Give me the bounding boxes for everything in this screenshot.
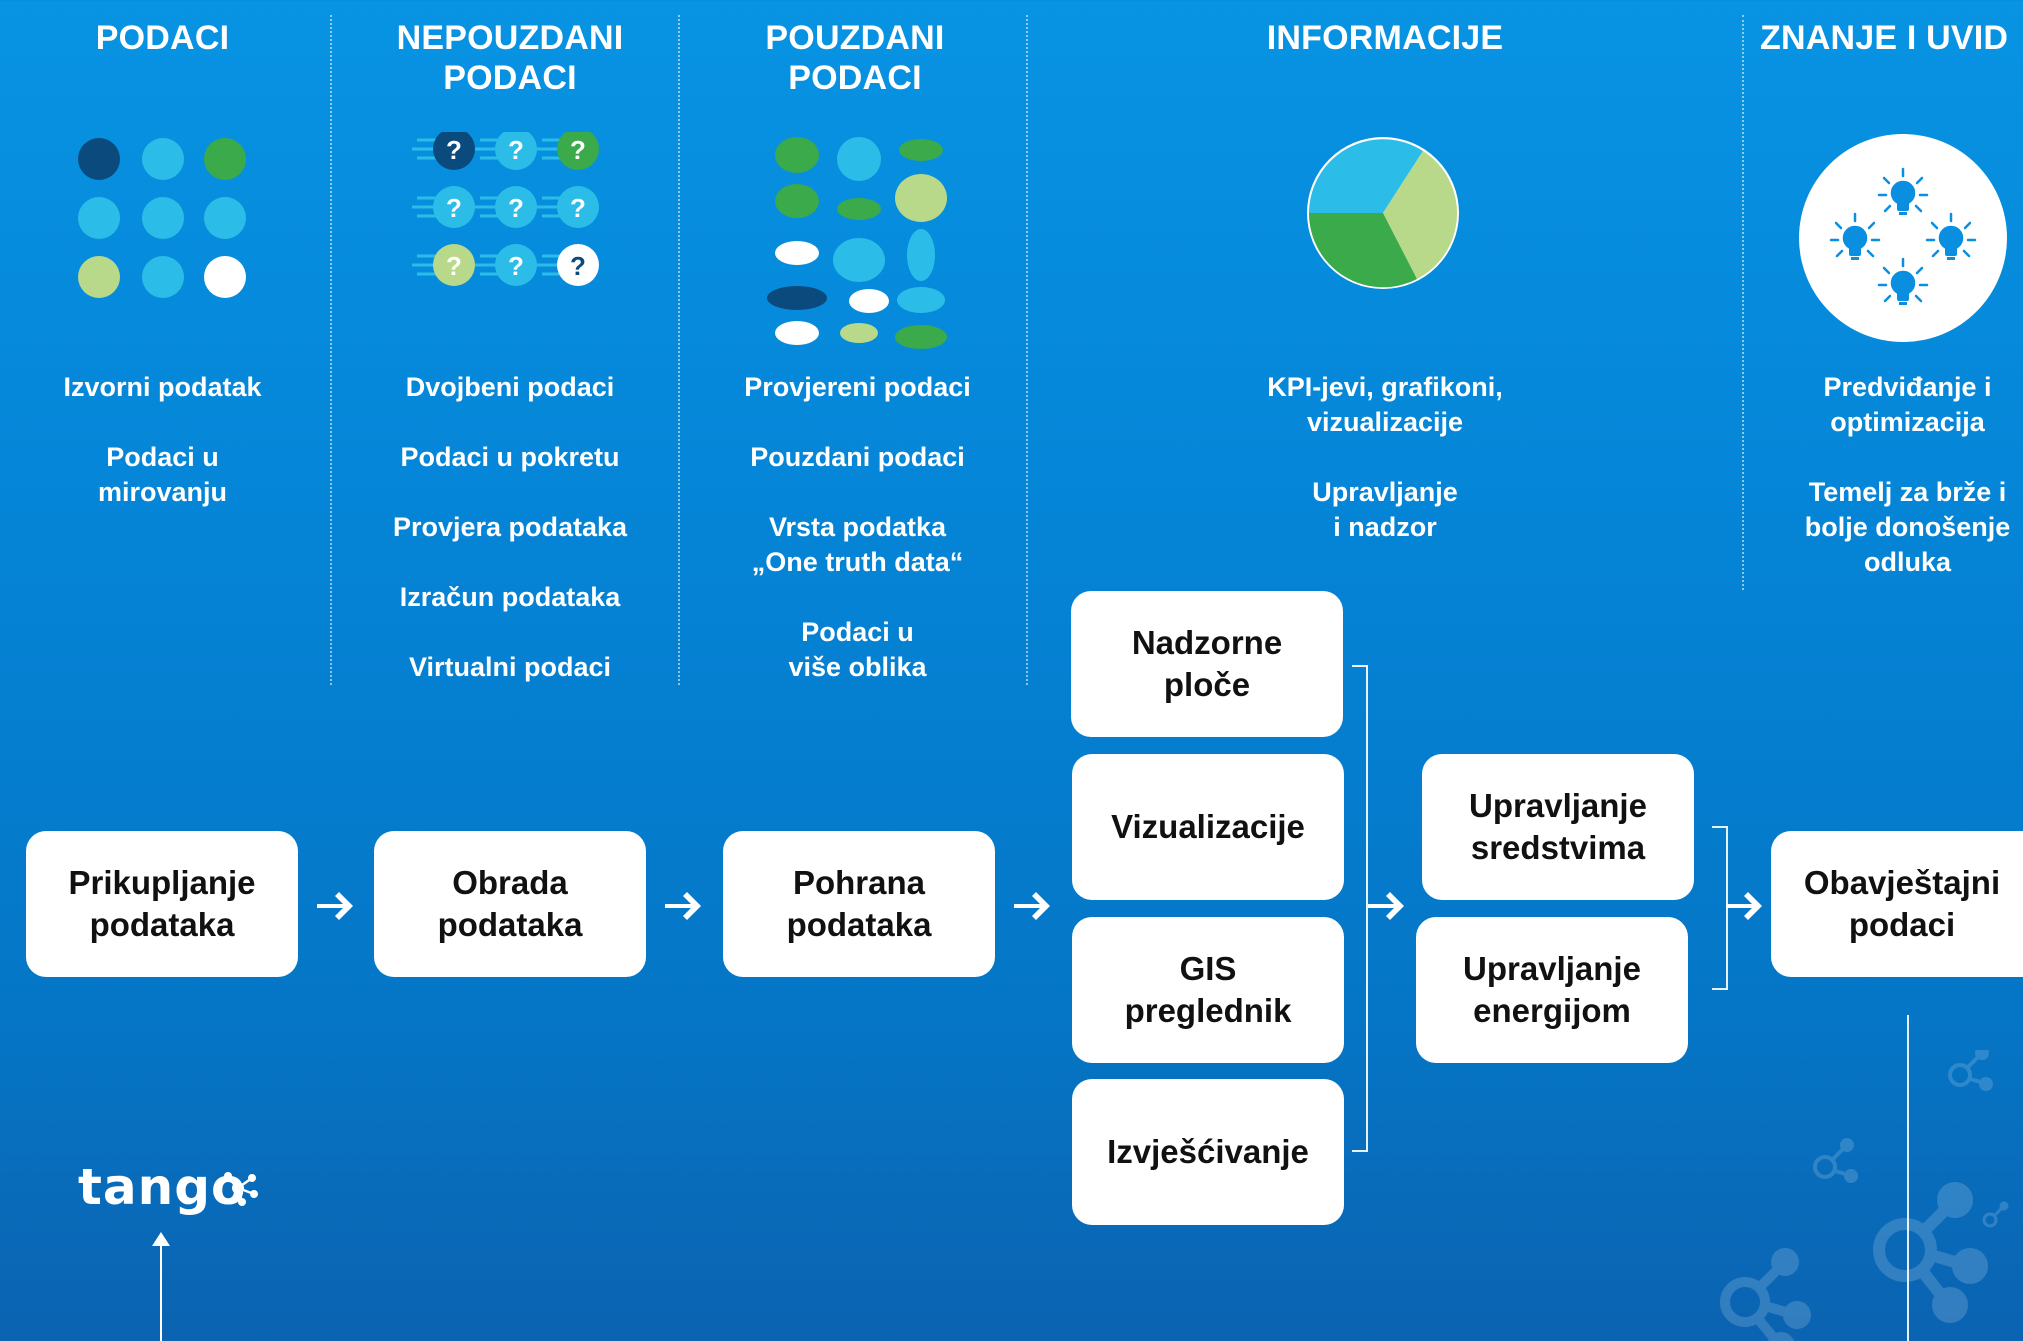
desc-item: Podaci u više oblika (788, 617, 927, 682)
logo-dots-icon (224, 1172, 258, 1206)
separator (330, 15, 332, 685)
question-dots-icon: ? ? ? ? ? ? ? ? ? (412, 132, 599, 286)
svg-text:?: ? (508, 193, 524, 223)
logo-text: tango (78, 1158, 247, 1216)
box-obrada: Obrada podataka (374, 831, 646, 977)
desc-item: Pouzdani podaci (750, 442, 965, 472)
desc-item: Temelj za brže i bolje donošenje odluka (1804, 477, 2011, 577)
description-pouzdani: Provjereni podaci Pouzdani podaci Vrsta … (720, 370, 995, 720)
desc-item: Podaci u mirovanju (97, 442, 228, 507)
description-informacije: KPI-jevi, grafikoni, vizualizacije Uprav… (1225, 370, 1545, 580)
bracket (1712, 826, 1728, 990)
box-obavjestajni-podaci: Obavještajni podaci (1771, 831, 2023, 977)
box-nadzorne-ploce: Nadzorne ploče (1071, 591, 1343, 737)
svg-text:?: ? (446, 193, 462, 223)
bracket (1352, 665, 1368, 1152)
svg-text:?: ? (446, 135, 462, 165)
box-upravljanje-sredstvima: Upravljanje sredstvima (1422, 754, 1694, 900)
box-pohrana: Pohrana podataka (723, 831, 995, 977)
separator (678, 15, 680, 685)
separator (1742, 15, 1744, 590)
column-title-znanje: ZNANJE I UVID (1760, 19, 2009, 57)
column-title-podaci: PODACI (95, 19, 230, 57)
svg-text:?: ? (570, 193, 586, 223)
box-gis-preglednik: GIS preglednik (1072, 917, 1344, 1063)
description-podaci: Izvorni podatak Podaci u mirovanju (40, 370, 285, 545)
column-title-pouzdani: POUZDANI PODACI (765, 19, 945, 97)
desc-item: Provjera podataka (392, 512, 628, 542)
box-vizualizacije: Vizualizacije (1072, 754, 1344, 900)
arrow-up-icon (152, 1232, 170, 1246)
description-nepouzdani: Dvojbeni podaci Podaci u pokretu Provjer… (365, 370, 655, 720)
lightbulbs-icon (1799, 134, 2007, 342)
shapes-icon (767, 137, 947, 349)
column-title-nepouzdani: NEPOUZDANI PODACI (396, 19, 624, 97)
separator (1026, 15, 1028, 685)
desc-item: Virtualni podaci (408, 652, 612, 682)
svg-text:?: ? (446, 251, 462, 281)
desc-item: Podaci u pokretu (400, 442, 620, 472)
box-prikupljanje: Prikupljanje podataka (26, 831, 298, 977)
svg-text:?: ? (570, 135, 586, 165)
connector-line (1907, 1015, 1909, 1341)
desc-item: Predviđanje i optimizacija (1823, 372, 1992, 437)
svg-text:?: ? (570, 251, 586, 281)
description-znanje: Predviđanje i optimizacija Temelj za brž… (1790, 370, 2023, 615)
column-title-informacije: INFORMACIJE (1266, 19, 1504, 57)
network-decoration-icon (1720, 1050, 2009, 1341)
svg-text:?: ? (508, 251, 524, 281)
box-izvjescivanje: Izvješćivanje (1072, 1079, 1344, 1225)
desc-item: Provjereni podaci (744, 372, 971, 402)
connector-line (160, 1245, 162, 1341)
desc-item: KPI-jevi, grafikoni, vizualizacije (1267, 372, 1503, 437)
arrow-right-icon (1726, 892, 1762, 920)
desc-item: Izračun podataka (399, 582, 621, 612)
arrow-right-icon (1014, 892, 1050, 920)
arrow-right-icon (1368, 892, 1404, 920)
pie-chart-icon (1307, 137, 1459, 289)
desc-item: Vrsta podatka „One truth data“ (751, 512, 964, 577)
desc-item: Izvorni podatak (63, 372, 262, 402)
svg-text:?: ? (508, 135, 524, 165)
arrow-right-icon (317, 892, 353, 920)
desc-item: Upravljanje i nadzor (1312, 477, 1458, 542)
box-upravljanje-energijom: Upravljanje energijom (1416, 917, 1688, 1063)
tango-logo: tango (78, 1158, 246, 1216)
arrow-right-icon (665, 892, 701, 920)
desc-item: Dvojbeni podaci (405, 372, 615, 402)
